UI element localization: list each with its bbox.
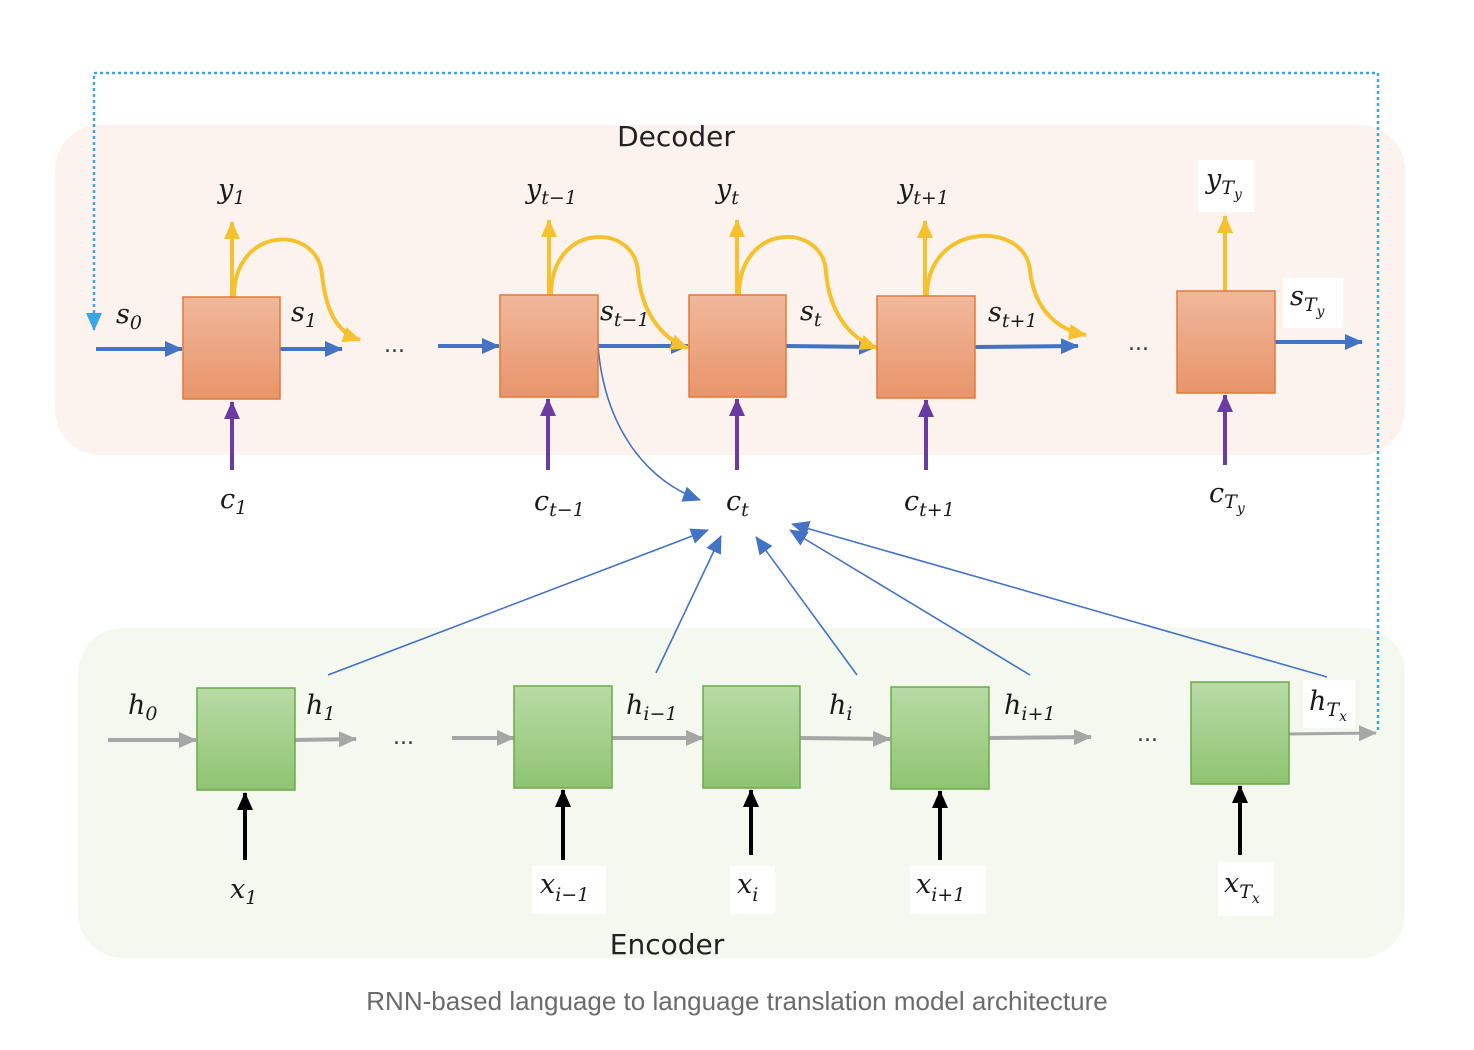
decoder-cell-1 <box>182 296 281 400</box>
encoder-hidden-arrow-hi <box>799 730 891 747</box>
encoder-title: Encoder <box>610 928 725 961</box>
encoder-cell-1 <box>196 687 296 791</box>
label-st+1: st+1 <box>988 297 1038 332</box>
decoder-cell-t-1 <box>499 294 599 398</box>
label-ct: ct <box>726 486 749 521</box>
label-s0: s0 <box>116 299 142 334</box>
label-yt+1: yt+1 <box>897 174 949 209</box>
label-hi-1: hi−1 <box>626 690 677 725</box>
attention-arrow-from-hi <box>755 536 858 676</box>
label-backdrop-xi-1 <box>532 866 606 914</box>
encoder-region <box>78 628 1405 958</box>
label-hTx: hTx <box>1309 686 1347 725</box>
label-backdrop-cTy <box>1202 474 1258 524</box>
label-backdrop-yTy <box>1198 160 1254 212</box>
encoder-ellipsis-2: ... <box>1137 722 1158 747</box>
decoder-feedback-curve-1 <box>232 237 361 343</box>
encoder-ellipsis-1: ... <box>393 725 414 750</box>
decoder-ellipsis-2: ... <box>1128 331 1149 356</box>
label-hi: hi <box>829 690 852 725</box>
decoder-feedback-curve-t <box>737 235 878 351</box>
attention-arrow-from-h1 <box>327 528 709 676</box>
decoder-state-arrow-stp1 <box>974 338 1079 355</box>
attention-arrow-from-him1 <box>655 535 722 674</box>
encoder-hidden-arrow-hip1 <box>988 729 1092 746</box>
label-sTy: sTy <box>1290 281 1326 320</box>
label-ct-1: ct−1 <box>534 486 585 521</box>
label-x1: x1 <box>230 874 257 909</box>
attention-arrow-from-hip1 <box>789 529 1031 676</box>
label-backdrop-xi+1 <box>910 866 986 914</box>
decoder-region <box>55 125 1405 455</box>
label-backdrop-hTx <box>1303 680 1355 728</box>
label-st: st <box>800 296 822 331</box>
decoder-feedback-curve-tp1 <box>925 234 1087 340</box>
attention-arrow-from-htx <box>791 520 1328 678</box>
label-c1: c1 <box>220 484 247 519</box>
label-xi: xi <box>737 869 758 906</box>
label-hi+1: hi+1 <box>1004 690 1055 725</box>
label-backdrop-xi <box>730 866 775 914</box>
decoder-cell-t+1 <box>876 295 976 399</box>
encoder-cell-i <box>702 685 801 789</box>
label-h1: h1 <box>306 690 335 725</box>
label-xi+1: xi+1 <box>916 869 965 906</box>
label-yt-1: yt−1 <box>525 174 577 209</box>
encoder-hidden-arrow-h1 <box>294 731 357 748</box>
decoder-feedback-curve-t1 <box>549 235 689 350</box>
decoder-cell-t <box>688 294 787 398</box>
label-backdrop-sTy <box>1283 278 1343 328</box>
decoder-title: Decoder <box>617 120 735 153</box>
label-yTy: yTy <box>1205 164 1243 203</box>
label-yt: yt <box>715 174 739 209</box>
encoder-cell-Tx <box>1190 681 1290 785</box>
encoder-cell-i+1 <box>890 686 990 790</box>
label-y1: y1 <box>217 174 245 209</box>
encoder-hidden-arrow-htx <box>1288 725 1377 742</box>
label-xi-1: xi−1 <box>540 869 589 906</box>
label-st-1: st−1 <box>600 296 650 331</box>
encoder-cell-i-1 <box>513 685 613 789</box>
label-ct+1: ct+1 <box>904 486 955 521</box>
label-h0: h0 <box>128 690 157 725</box>
feedback-dotted-line <box>86 71 1380 730</box>
label-s1: s1 <box>291 297 317 332</box>
label-backdrop-xTx <box>1218 862 1274 916</box>
decoder-cell-Ty <box>1176 290 1276 394</box>
decoder-ellipsis-1: ... <box>384 333 405 358</box>
decoder-state-arrow-st <box>785 338 877 355</box>
attention-arrow-from-st1 <box>597 345 701 502</box>
figure-caption: RNN-based language to language translati… <box>366 986 1108 1016</box>
label-xTx: xTx <box>1224 868 1260 907</box>
label-cTy: cTy <box>1209 478 1246 517</box>
